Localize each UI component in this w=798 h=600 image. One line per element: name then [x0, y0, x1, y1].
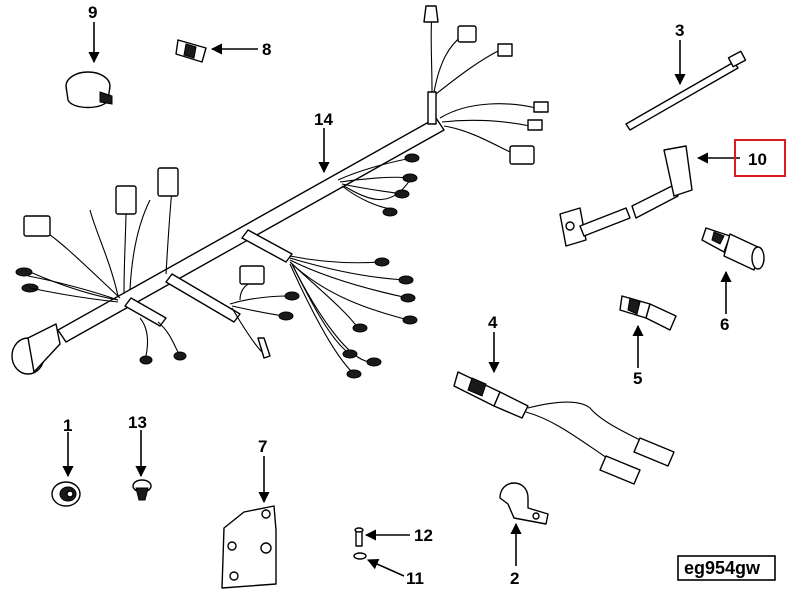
part-5-switch	[619, 295, 677, 331]
part-1-grommet	[51, 481, 81, 507]
part-7-bracket	[221, 505, 277, 589]
callout-2: 2	[510, 569, 519, 588]
callout-14: 14	[314, 110, 333, 129]
leader-lines	[62, 22, 740, 577]
callout-4: 4	[488, 313, 498, 332]
callout-1: 1	[63, 416, 72, 435]
part-6-switch	[701, 227, 765, 271]
callout-9: 9	[88, 3, 97, 22]
part-13-clip	[132, 479, 152, 501]
figure-code: eg954gw	[684, 558, 761, 578]
callout-labels: 9 8 3 14 10 6 5 4 1 13 7 12 11 2	[63, 3, 767, 588]
part-12-screw	[354, 527, 364, 547]
part-11-washer	[353, 552, 367, 560]
part-4-sensor	[453, 371, 675, 485]
wiring-harness	[11, 5, 549, 379]
figure-code-box: eg954gw	[677, 555, 776, 581]
callout-12: 12	[414, 526, 433, 545]
callout-7: 7	[258, 437, 267, 456]
callout-3: 3	[675, 21, 684, 40]
part-2-clamp	[499, 482, 549, 525]
part-10-sensor	[559, 145, 693, 247]
part-3-cable-tie	[625, 50, 747, 131]
highlight-box	[734, 139, 786, 177]
callout-6: 6	[720, 315, 729, 334]
part-9-sender	[65, 71, 113, 109]
callout-10: 10	[748, 150, 767, 169]
callout-5: 5	[633, 369, 642, 388]
part-8-sensor	[175, 39, 207, 63]
callout-8: 8	[262, 40, 271, 59]
callout-11: 11	[406, 569, 424, 588]
callout-13: 13	[128, 413, 147, 432]
